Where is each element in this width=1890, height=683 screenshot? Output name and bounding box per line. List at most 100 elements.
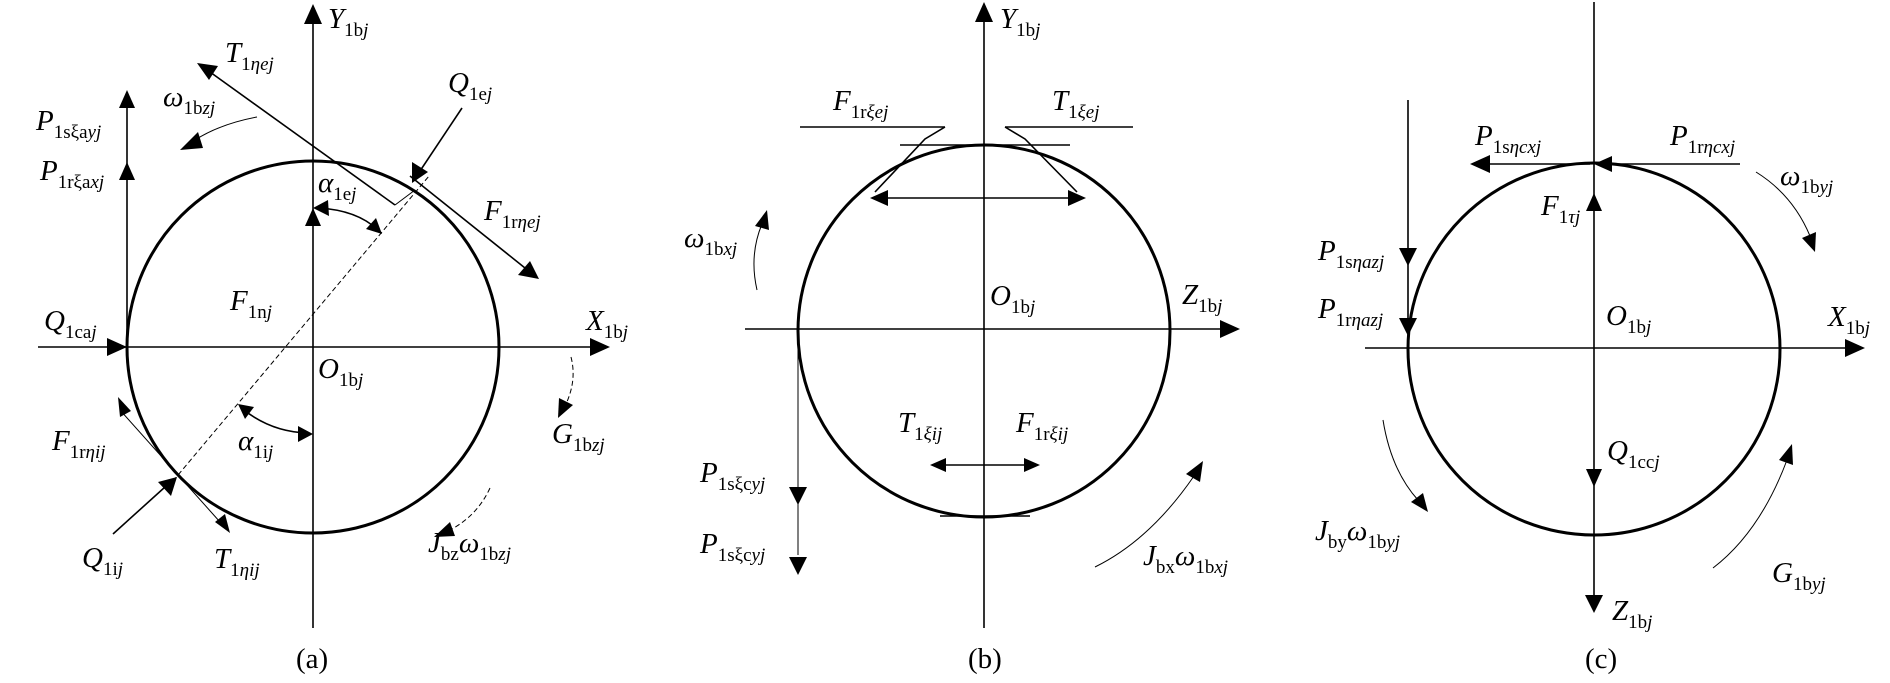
label-c-p-r-eta-a: P1rηazj xyxy=(1317,293,1383,331)
panel-caption-a: (a) xyxy=(296,643,328,675)
label-c-f-tau: F1τj xyxy=(1540,190,1580,228)
label-c-p-s-eta-a: P1sηazj xyxy=(1317,235,1384,273)
label-b-z-axis: Z1bj xyxy=(1182,279,1222,317)
label-a-y-axis: Y1bj xyxy=(328,3,368,41)
p-s-xi-c1-arrow xyxy=(789,487,807,505)
label-a-f-r-eta-i: F1rηij xyxy=(51,425,106,463)
panel-c xyxy=(1365,2,1865,613)
tangent-tick-a xyxy=(394,189,416,206)
j-by-arc xyxy=(1382,419,1419,501)
label-a-x-axis: X1bj xyxy=(585,305,628,343)
label-a-alpha-i: α1ij xyxy=(238,425,273,463)
label-c-z-axis: Z1bj xyxy=(1612,595,1652,633)
label-c-origin: O1bj xyxy=(1606,300,1651,338)
alpha-e-arrow-left xyxy=(313,200,329,216)
label-a-q-ca: Q1caj xyxy=(44,305,97,343)
label-a-p-s-xi-a: P1sξayj xyxy=(35,105,101,143)
label-a-q-e: Q1ej xyxy=(448,67,492,105)
z-axis-arrow-b xyxy=(1220,320,1240,338)
panel-caption-c: (c) xyxy=(1585,643,1617,675)
q-ca-arrow xyxy=(107,338,127,356)
panel-caption-b: (b) xyxy=(968,643,1002,675)
top-arrow-right-b xyxy=(1068,190,1086,206)
label-a-p-r-xi-a: P1rξaxj xyxy=(39,155,104,193)
label-a-q-i: Q1ij xyxy=(82,542,123,580)
q-i-line xyxy=(112,486,166,535)
label-b-y-axis: Y1bj xyxy=(1000,3,1040,41)
x-axis-arrow-a xyxy=(590,338,610,356)
omega-by-arrow xyxy=(1802,232,1816,252)
label-a-origin: O1bj xyxy=(318,353,363,391)
label-b-f-r-xi-i: F1rξij xyxy=(1015,407,1068,445)
label-a-t-eta-i: T1ηij xyxy=(214,543,260,581)
omega-bz-arc xyxy=(194,116,258,141)
f-tau-arrow xyxy=(1586,193,1602,211)
omega-bz-arrow xyxy=(180,132,203,150)
x-axis-arrow-c xyxy=(1845,339,1865,357)
label-b-f-r-xi-e: F1rξej xyxy=(832,85,888,123)
alpha-e-arrow-right xyxy=(366,218,382,234)
y-axis-arrow-a xyxy=(304,4,322,24)
j-bz-arrow xyxy=(434,522,455,537)
label-a-j-bz: Jbzω1bzj xyxy=(428,527,511,565)
label-c-p-r-eta-c: P1rηcxj xyxy=(1669,120,1735,158)
bottom-arrow-right-b xyxy=(1024,458,1040,472)
contact-line-a xyxy=(172,175,430,482)
label-c-p-s-eta-c: P1sηcxj xyxy=(1474,120,1541,158)
y-axis-arrow-b xyxy=(975,2,993,22)
label-b-t-xi-i: T1ξij xyxy=(898,407,942,445)
alpha-i-arrow-right xyxy=(298,426,313,442)
label-a-omega-bz: ω1bzj xyxy=(163,81,215,119)
f-n-arrow xyxy=(305,208,321,226)
t-eta-i-line xyxy=(119,409,221,523)
z-axis-arrow-c xyxy=(1585,595,1603,613)
p-s-eta-c-arrow xyxy=(1470,155,1490,173)
label-a-f-r-eta-e: F1rηej xyxy=(483,195,541,233)
t-eta-e-line xyxy=(209,71,396,206)
label-c-j-by: Jbyω1byj xyxy=(1315,515,1400,553)
q-e-arrow xyxy=(412,162,428,183)
omega-bx-arc xyxy=(753,223,763,291)
f-r-eta-i-arrow xyxy=(118,397,131,417)
p-r-xi-a-arrow xyxy=(119,162,135,180)
j-bx-arc xyxy=(1094,475,1195,568)
j-bx-arrow xyxy=(1186,461,1203,482)
p-s-xi-a-arrow xyxy=(119,90,135,108)
label-a-g-bz: G1bzj xyxy=(552,418,605,456)
label-a-t-eta-e: T1ηej xyxy=(225,37,274,75)
g-by-arc xyxy=(1712,459,1788,569)
omega-by-arc xyxy=(1755,171,1811,237)
alpha-i-arrow-left xyxy=(238,404,254,419)
label-b-omega-bx: ω1bxj xyxy=(684,222,737,260)
g-bz-arc xyxy=(565,356,574,405)
label-b-p-s-xi-c2: P1sξcyj xyxy=(699,528,765,566)
label-c-g-by: G1byj xyxy=(1772,557,1826,595)
t-eta-e-arrow xyxy=(197,63,218,80)
label-c-x-axis: X1bj xyxy=(1827,301,1870,339)
g-bz-arrow xyxy=(558,398,573,418)
label-b-j-bx: Jbxω1bxj xyxy=(1143,540,1228,578)
f-r-eta-e-line xyxy=(409,175,526,269)
f-r-eta-e-arrow xyxy=(518,261,539,279)
label-a-f-n: F1nj xyxy=(229,285,272,323)
labels-layer: Y1bjX1bjO1bjT1ηejω1bzjQ1ejP1sξayjP1rξaxj… xyxy=(35,3,1870,675)
label-c-q-cc: Q1ccj xyxy=(1607,435,1660,473)
p-r-eta-a-arrow xyxy=(1399,318,1417,336)
label-b-origin: O1bj xyxy=(990,280,1035,318)
p-r-eta-c-arrow xyxy=(1594,156,1612,172)
label-c-omega-by: ω1byj xyxy=(1780,160,1833,198)
label-b-p-s-xi-c1: P1sξcyj xyxy=(699,457,765,495)
p-s-xi-c2-arrow xyxy=(789,557,807,575)
j-by-arrow xyxy=(1411,493,1428,512)
omega-bx-arrow xyxy=(755,210,769,230)
q-i-arrow xyxy=(158,477,177,496)
t-xi-e-wedge xyxy=(1004,126,1078,193)
q-cc-arrow xyxy=(1586,469,1602,487)
p-s-eta-a-arrow xyxy=(1399,248,1417,266)
top-arrow-left-b xyxy=(870,190,888,206)
t-eta-i-arrow xyxy=(215,514,230,533)
bottom-arrow-left-b xyxy=(930,458,946,472)
j-bz-arc xyxy=(449,487,491,531)
